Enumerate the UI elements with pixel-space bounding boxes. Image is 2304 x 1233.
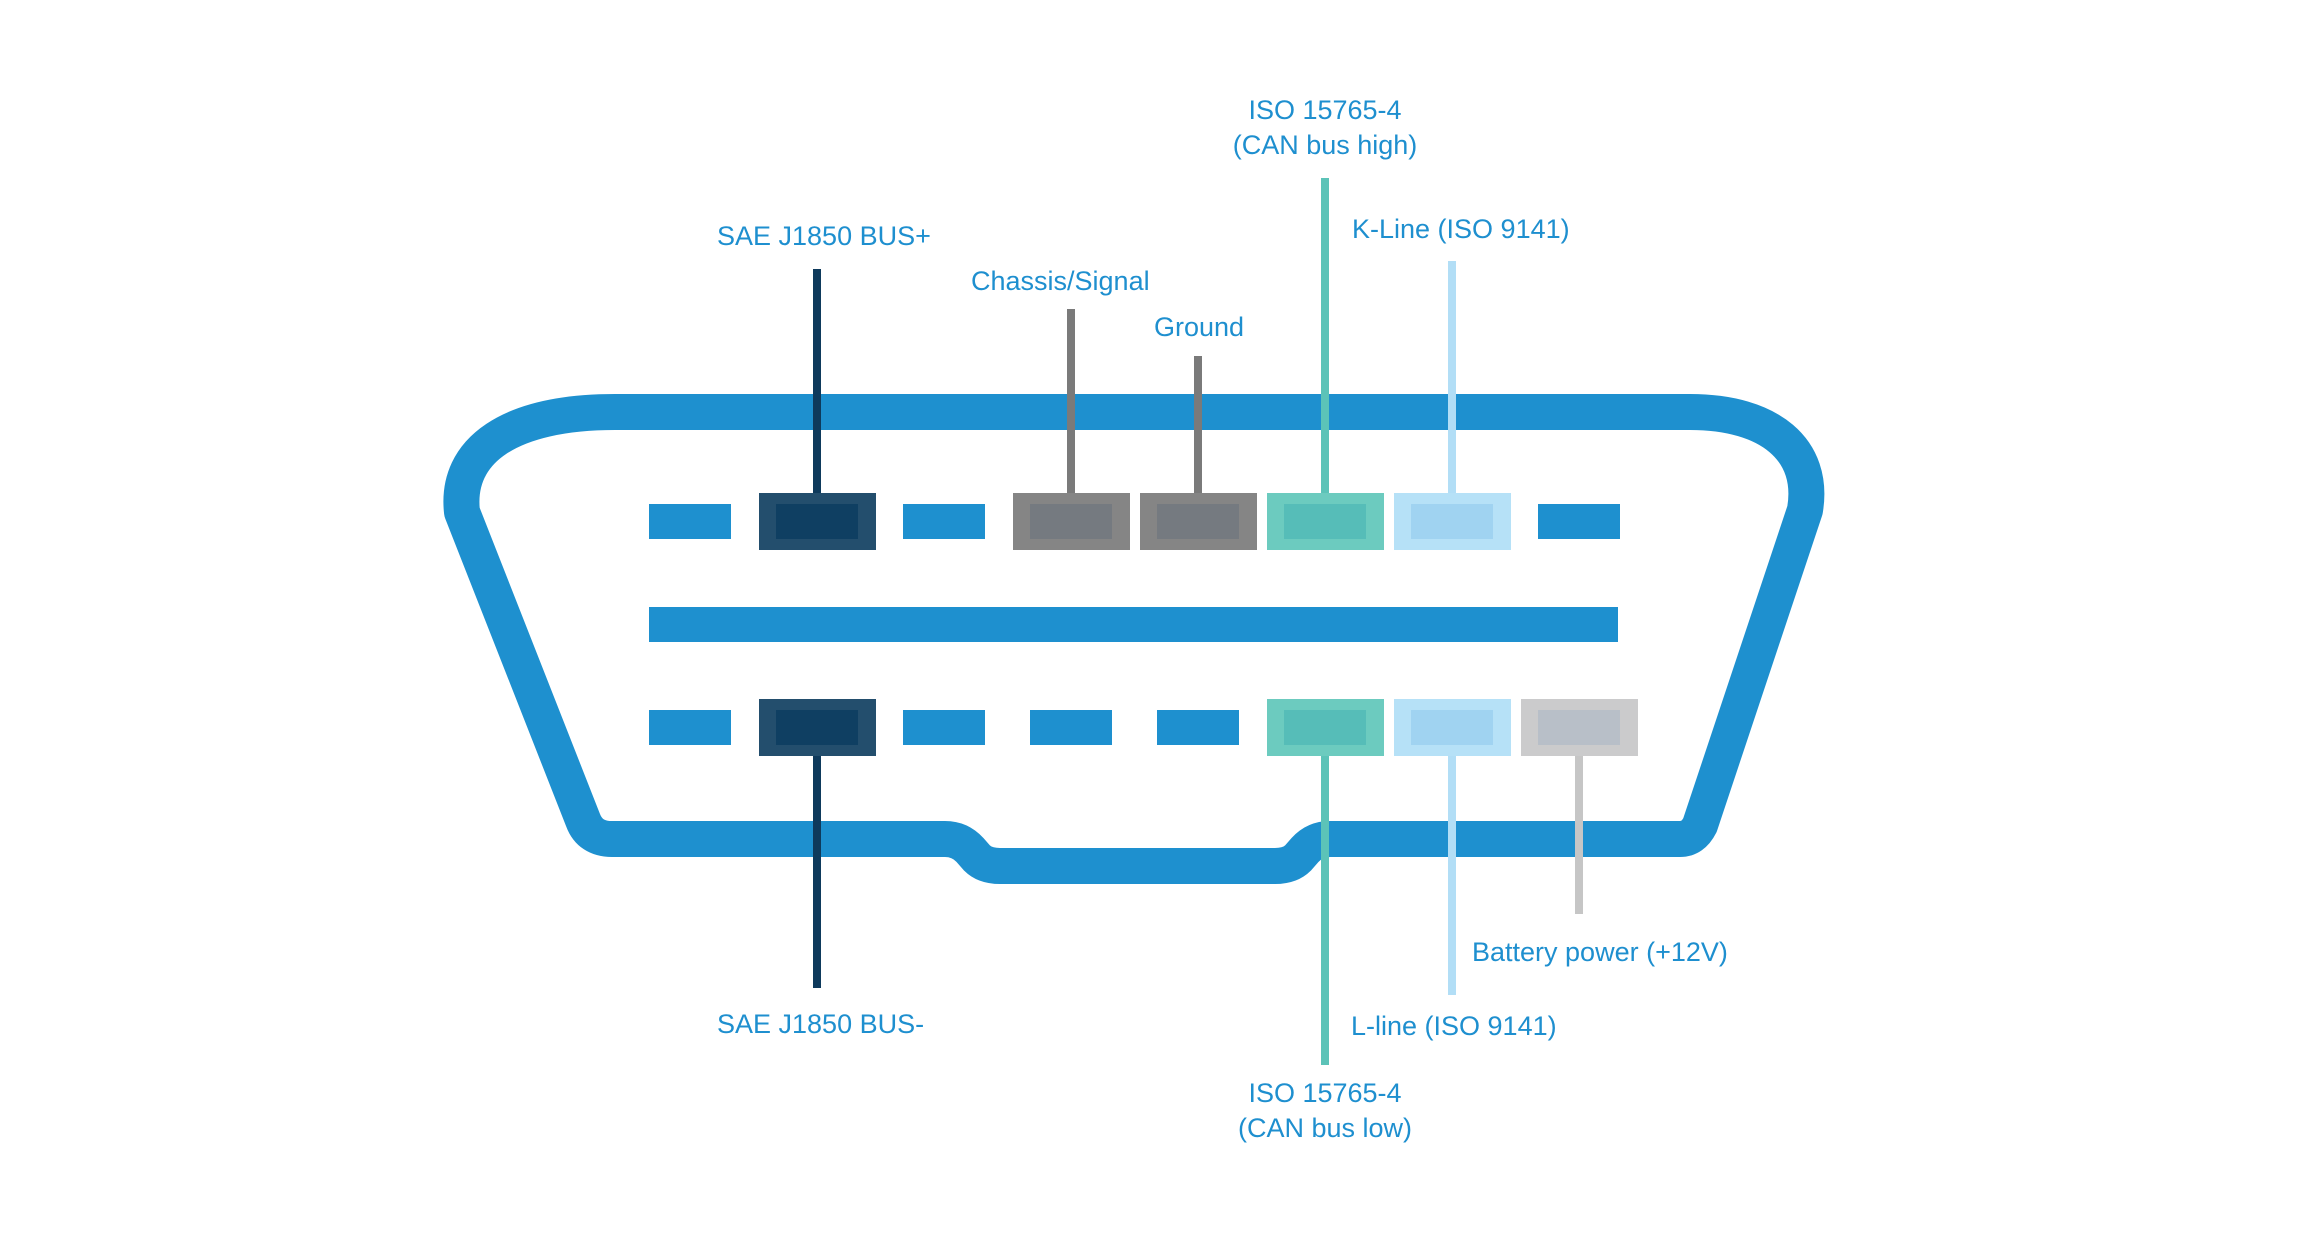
pin-11-unused [903,710,985,745]
label-pin14-line2: (CAN bus low) [1238,1113,1412,1143]
leader-line-pin-5 [1194,356,1202,521]
leader-line-pin-2 [813,269,821,521]
pin-10-contact [776,710,858,745]
pin-16-contact [1538,710,1620,745]
pin-12-unused [1030,710,1112,745]
pin-7-contact [1411,504,1493,539]
leader-line-pin-7 [1448,261,1456,521]
leader-line-pin-14 [1321,727,1329,1065]
pin-2-contact [776,504,858,539]
label-pin6-line2: (CAN bus high) [1233,130,1418,160]
label-pin2: SAE J1850 BUS+ [717,221,931,251]
label-pin6-line1: ISO 15765-4 [1248,95,1401,125]
center-bar [649,607,1618,642]
pin-8-unused [1538,504,1620,539]
label-pin16: Battery power (+12V) [1472,937,1728,967]
connector-outline [443,394,1825,884]
pin-4-contact [1030,504,1112,539]
label-pin14-line1: ISO 15765-4 [1248,1078,1401,1108]
label-pin15: L-line (ISO 9141) [1351,1011,1557,1041]
label-pin7: K-Line (ISO 9141) [1352,214,1570,244]
leader-line-pin-6 [1321,178,1329,521]
pin-9-unused [649,710,731,745]
leader-line-pin-15 [1448,727,1456,995]
leader-line-pin-16 [1575,727,1583,914]
label-pin4: Chassis/Signal [971,266,1150,296]
label-pin5: Ground [1154,312,1244,342]
pin-6-contact [1284,504,1366,539]
pin-5-contact [1157,504,1239,539]
pin-15-contact [1411,710,1493,745]
pin-3-unused [903,504,985,539]
leader-line-pin-4 [1067,309,1075,521]
pin-14-contact [1284,710,1366,745]
label-pin10: SAE J1850 BUS- [717,1009,924,1039]
leader-line-pin-10 [813,727,821,988]
pin-13-unused [1157,710,1239,745]
pin-1-unused [649,504,731,539]
